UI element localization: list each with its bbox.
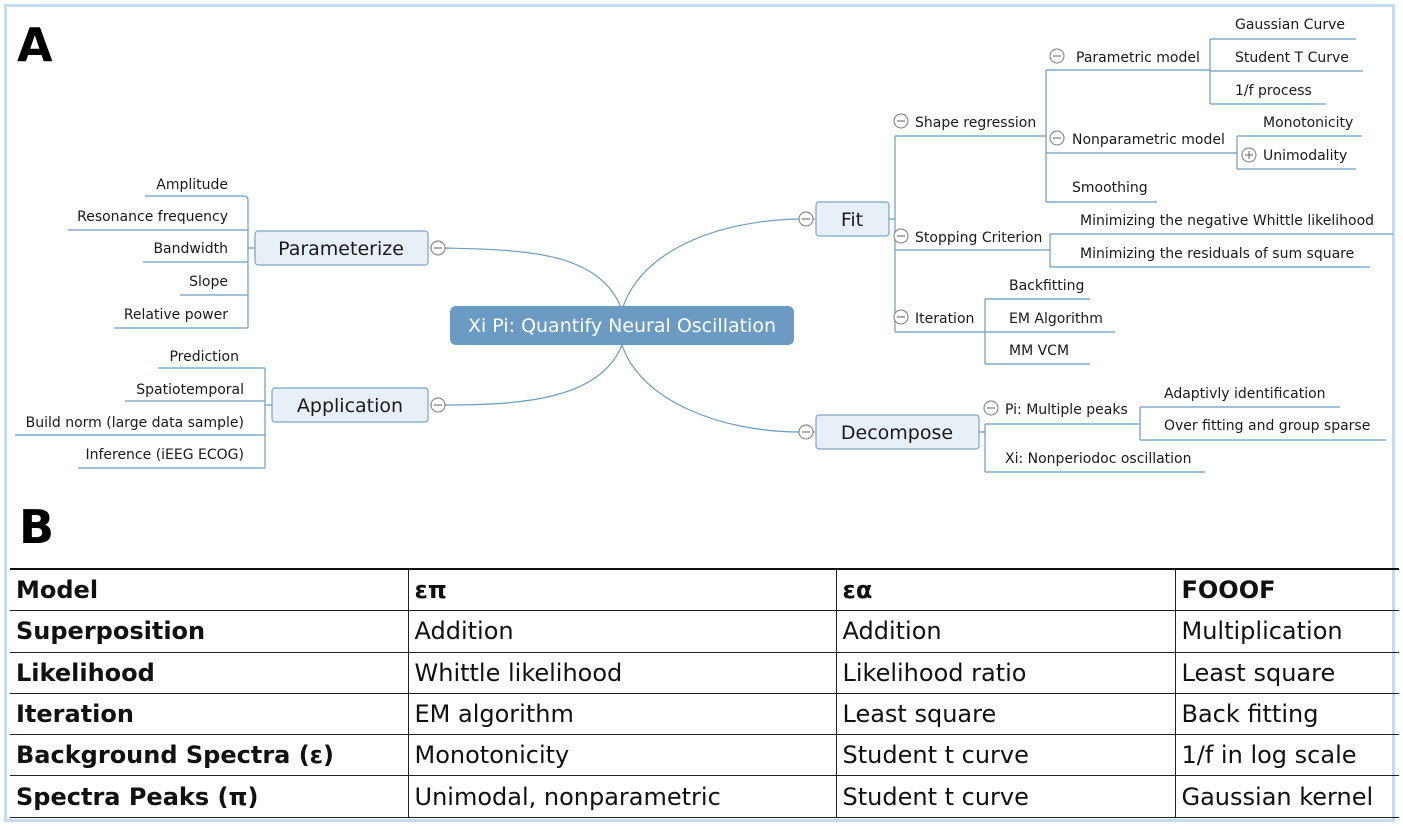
param-1f-process: 1/f process	[1235, 83, 1312, 99]
table-cell: EM algorithm	[407, 692, 837, 736]
central-node[interactable]	[450, 306, 794, 345]
table-cell: Likelihood ratio	[835, 651, 1176, 694]
central-node-label: Xi Pi: Quantify Neural Oscillation	[468, 315, 776, 337]
table-header-row: Model επ εα FOOOF	[10, 568, 1399, 612]
model-comparison-table: Model επ εα FOOOF Superposition Addition…	[10, 568, 1399, 818]
table-cell: Iteration	[10, 692, 409, 736]
iter-backfitting: Backfitting	[1009, 278, 1084, 294]
table-cell: FOOOF	[1174, 568, 1399, 612]
param-item-amplitude: Amplitude	[156, 177, 228, 193]
panel-b-label: B	[19, 500, 55, 554]
table-cell: Whittle likelihood	[407, 651, 837, 694]
edge-central-decompose	[621, 344, 801, 433]
param-gaussian: Gaussian Curve	[1235, 17, 1345, 33]
table-row: Spectra Peaks (π) Unimodal, nonparametri…	[10, 775, 1399, 818]
node-fit-label: Fit	[841, 209, 863, 231]
param-item-slope: Slope	[189, 274, 228, 290]
iter-em: EM Algorithm	[1009, 311, 1103, 327]
fit-shape-regression: Shape regression	[915, 115, 1036, 131]
decomp-xi: Xi: Nonperiodoc oscillation	[1005, 451, 1192, 467]
fit-nonparametric-model: Nonparametric model	[1072, 132, 1225, 148]
fit-parametric-model: Parametric model	[1076, 50, 1200, 66]
param-student-t: Student T Curve	[1235, 50, 1349, 66]
decomp-pi: Pi: Multiple peaks	[1005, 402, 1128, 418]
table-cell: Student t curve	[835, 775, 1176, 818]
param-item-relative-power: Relative power	[124, 307, 228, 323]
table-cell: Model	[10, 568, 409, 612]
table-cell: εα	[835, 568, 1176, 612]
table-row: Likelihood Whittle likelihood Likelihood…	[10, 651, 1399, 694]
mind-map: Xi Pi: Quantify Neural Oscillation Param…	[15, 17, 1393, 473]
table-cell: Monotonicity	[407, 734, 837, 777]
table-cell: Back fitting	[1174, 692, 1399, 736]
param-item-bandwidth: Bandwidth	[153, 241, 228, 257]
app-item-prediction: Prediction	[169, 349, 239, 365]
app-item-build-norm: Build norm (large data sample)	[26, 415, 244, 431]
fit-stopping-criterion: Stopping Criterion	[915, 230, 1042, 246]
stop-residuals: Minimizing the residuals of sum square	[1080, 246, 1354, 262]
table-cell: Unimodal, nonparametric	[407, 775, 837, 818]
figure-frame	[4, 4, 1395, 822]
table-cell: επ	[407, 568, 837, 612]
fit-iteration: Iteration	[915, 311, 974, 327]
pi-overfitting: Over fitting and group sparse	[1164, 418, 1370, 434]
table-cell: Background Spectra (ε)	[10, 734, 409, 777]
table-row: Iteration EM algorithm Least square Back…	[10, 692, 1399, 736]
nonparam-unimodality: Unimodality	[1263, 148, 1347, 164]
table-cell: Spectra Peaks (π)	[10, 775, 409, 818]
edge-central-fit	[621, 218, 801, 311]
app-item-inference: Inference (iEEG ECOG)	[85, 447, 244, 463]
iter-mm-vcm: MM VCM	[1009, 343, 1069, 359]
table-row: Background Spectra (ε) Monotonicity Stud…	[10, 734, 1399, 777]
table-cell: Likelihood	[10, 651, 409, 694]
edge-central-parameterize	[444, 247, 623, 311]
table-cell: Gaussian kernel	[1174, 775, 1399, 818]
stop-whittle: Minimizing the negative Whittle likeliho…	[1080, 213, 1374, 229]
nonparam-monotonicity: Monotonicity	[1263, 115, 1353, 131]
pi-adaptive: Adaptivly identification	[1164, 386, 1326, 402]
table-cell: Multiplication	[1174, 610, 1399, 653]
app-item-spatiotemporal: Spatiotemporal	[136, 382, 244, 398]
table-cell: 1/f in log scale	[1174, 734, 1399, 777]
table-row: Superposition Addition Addition Multipli…	[10, 610, 1399, 653]
table-cell: Student t curve	[835, 734, 1176, 777]
table-cell: Addition	[407, 610, 837, 653]
node-parameterize-label: Parameterize	[278, 238, 404, 260]
table-cell: Addition	[835, 610, 1176, 653]
node-decompose-label: Decompose	[841, 422, 953, 444]
edge-central-application	[444, 344, 623, 406]
panel-a-label: A	[17, 18, 53, 72]
node-application-label: Application	[297, 395, 403, 417]
param-item-resonance: Resonance frequency	[77, 209, 228, 225]
table-cell: Least square	[1174, 651, 1399, 694]
table-cell: Superposition	[10, 610, 409, 653]
fit-smoothing: Smoothing	[1072, 180, 1148, 196]
table-cell: Least square	[835, 692, 1176, 736]
